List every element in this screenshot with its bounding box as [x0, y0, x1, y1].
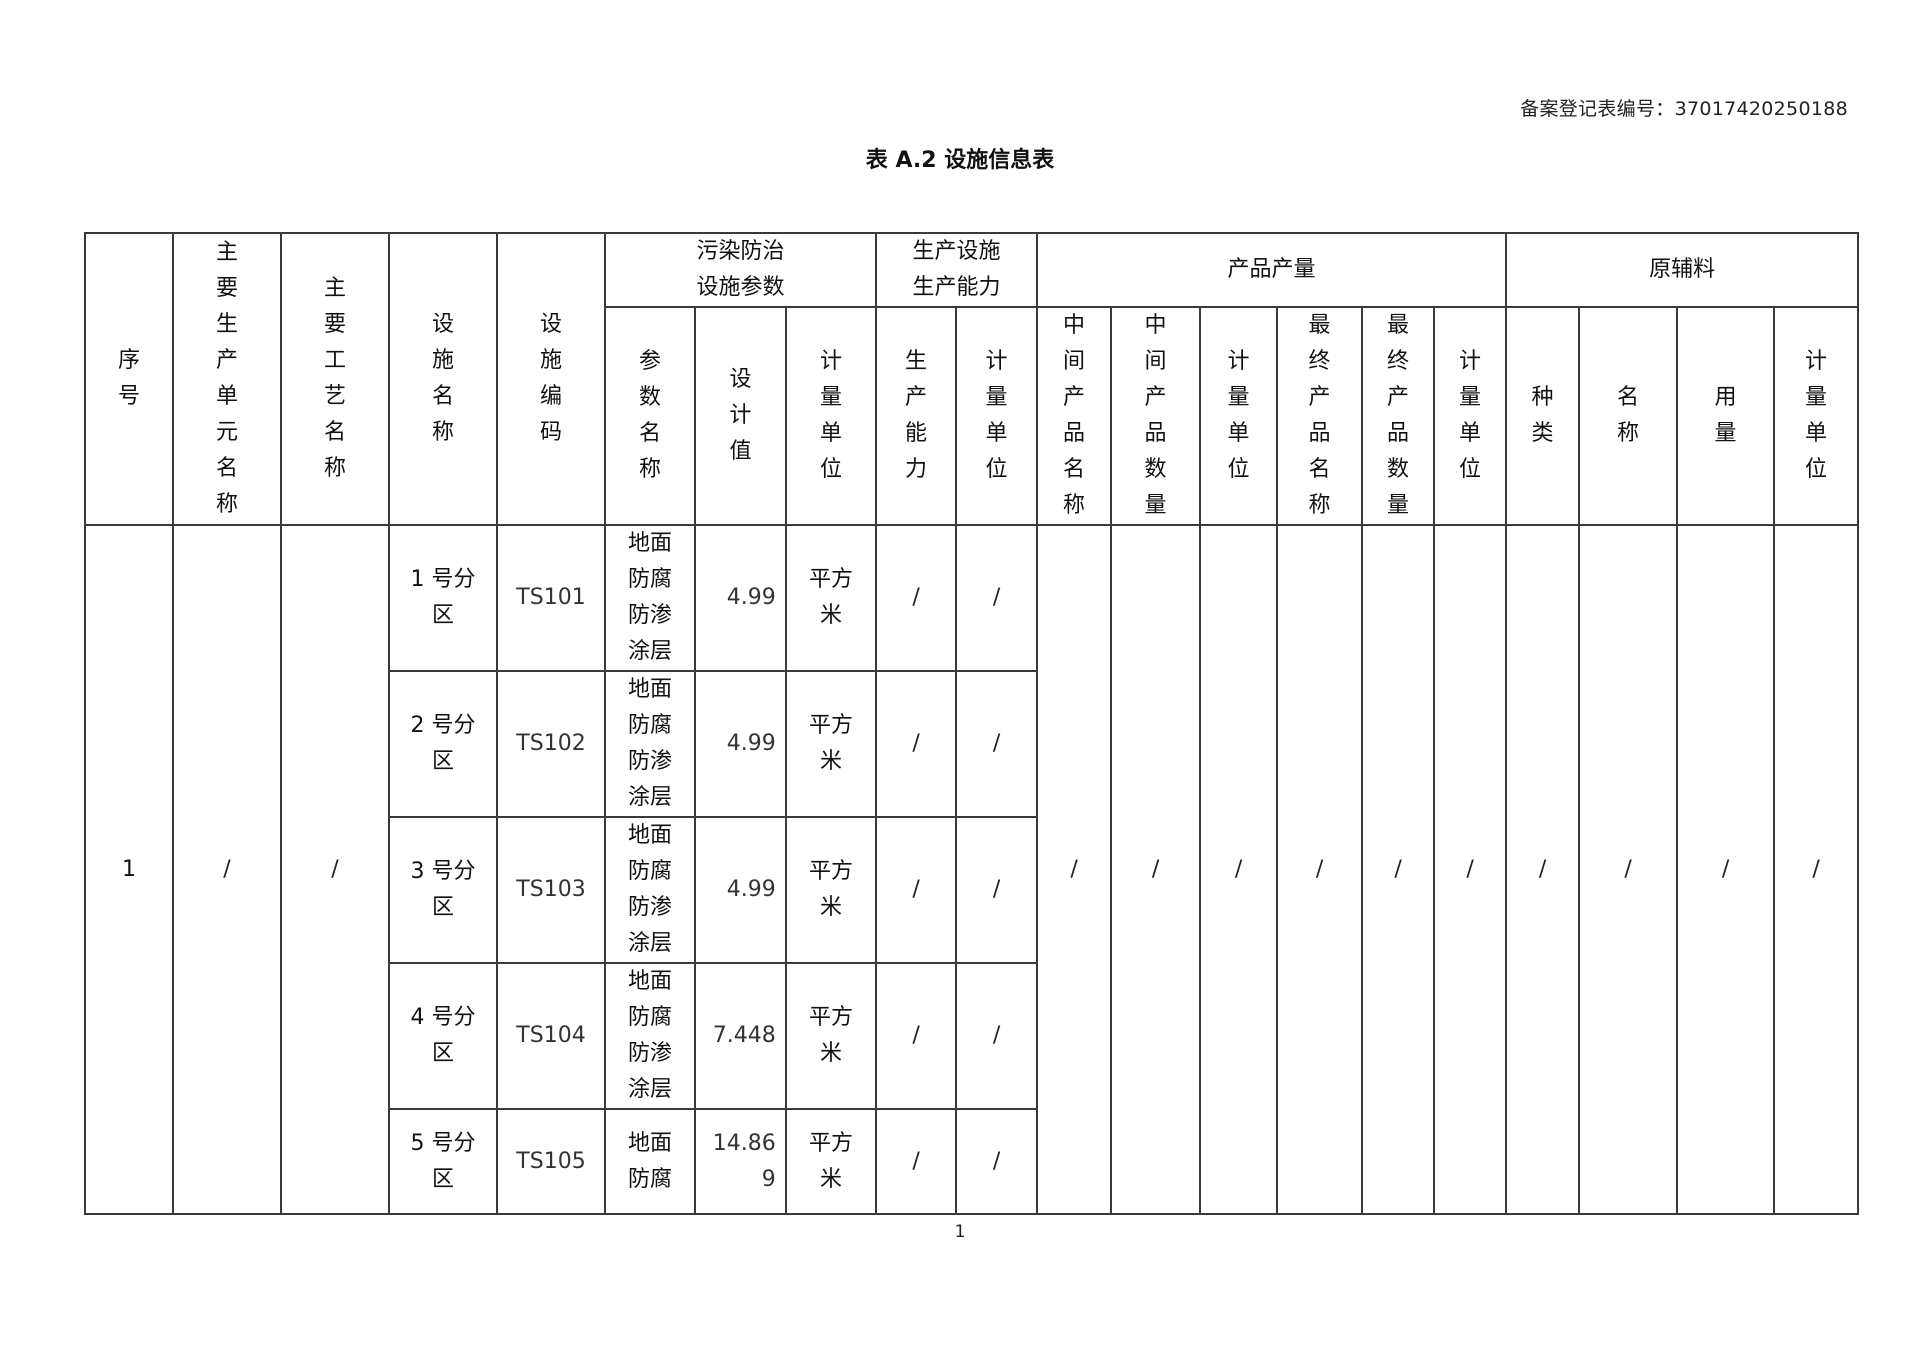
cell-facility-code: TS101 [496, 524, 606, 672]
cell-design-value: 14.869 [694, 1108, 787, 1215]
cell-design-value: 4.99 [694, 524, 787, 672]
col-header-capacity-unit: 计量单位 [955, 306, 1039, 526]
cell-seq: 1 [84, 524, 174, 1215]
cell-capacity-unit: / [955, 1108, 1039, 1215]
cell-material-unit: / [1773, 524, 1860, 1215]
cell-param-unit: 平方米 [784, 524, 878, 672]
col-header-facility-code: 设施编码 [496, 232, 606, 526]
cell-facility-code: TS104 [496, 962, 606, 1110]
page-number: 1 [954, 1222, 966, 1242]
cell-param-name: 地面防腐防渗涂层 [604, 962, 696, 1110]
cell-facility-name: 1 号分区 [388, 524, 498, 672]
cell-capacity: / [875, 962, 958, 1110]
group-header-pollution-params: 污染防治设施参数 [603, 232, 878, 308]
col-header-material-amount: 用量 [1676, 306, 1776, 526]
col-header-param-unit: 计量单位 [784, 306, 878, 526]
table-row: 4 号分区 TS104 地面防腐防渗涂层 7.448 平方米 / / [85, 962, 1858, 1110]
cell-capacity: / [875, 524, 958, 672]
cell-facility-name: 3 号分区 [388, 816, 498, 964]
col-header-mid-product-name: 中间产品名称 [1036, 306, 1113, 526]
cell-facility-code: TS105 [496, 1108, 606, 1215]
col-header-mid-product-qty: 中间产品数量 [1110, 306, 1202, 526]
cell-material-type: / [1505, 524, 1581, 1215]
cell-param-unit: 平方米 [784, 816, 878, 964]
cell-process-name: / [280, 524, 390, 1215]
col-header-material-name: 名称 [1578, 306, 1679, 526]
col-header-material-type: 种类 [1505, 306, 1581, 526]
cell-capacity: / [875, 670, 958, 818]
table-row: 1 / / 1 号分区 TS101 地面防腐防渗涂层 4.99 平方米 / / … [84, 524, 1860, 1215]
table-row: 3 号分区 TS103 地面防腐防渗涂层 4.99 平方米 / / [85, 816, 1858, 964]
col-header-final-unit: 计量单位 [1433, 306, 1508, 526]
cell-facility-code: TS102 [496, 670, 606, 818]
registration-number-line: 备案登记表编号：37017420250188 [1520, 94, 1848, 121]
cell-facility-code: TS103 [496, 816, 606, 964]
facility-info-table: 序号 主要生产单元名称 主要工艺名称 设施名称 设施编码 污染防治设施参数 生产… [84, 232, 1860, 1215]
cell-mid-unit: / [1199, 524, 1279, 1215]
cell-capacity-unit: / [955, 670, 1039, 818]
cell-capacity: / [875, 816, 958, 964]
cell-design-value: 4.99 [694, 816, 787, 964]
cell-design-value: 4.99 [694, 670, 787, 818]
cell-capacity: / [875, 1108, 958, 1215]
cell-final-unit: / [1433, 524, 1508, 1215]
table-row: 5 号分区 TS105 地面防腐 14.869 平方米 / / [85, 1108, 1858, 1215]
cell-design-value: 7.448 [694, 962, 787, 1110]
cell-param-unit: 平方米 [784, 670, 878, 818]
cell-param-name: 地面防腐防渗涂层 [604, 524, 696, 672]
cell-mid-product-qty: / [1110, 524, 1202, 1215]
page-title: 表 A.2 设施信息表 [865, 148, 1055, 173]
cell-param-name: 地面防腐 [604, 1108, 696, 1215]
col-header-mid-unit: 计量单位 [1199, 306, 1279, 526]
col-header-final-product-name: 最终产品名称 [1276, 306, 1364, 526]
cell-facility-name: 2 号分区 [388, 670, 498, 818]
cell-param-name: 地面防腐防渗涂层 [604, 670, 696, 818]
col-header-design-value: 设计值 [694, 306, 787, 526]
col-header-param-name: 参数名称 [604, 306, 696, 526]
group-header-capacity: 生产设施生产能力 [875, 232, 1039, 308]
cell-facility-name: 4 号分区 [388, 962, 498, 1110]
cell-param-name: 地面防腐防渗涂层 [604, 816, 696, 964]
group-header-product-output: 产品产量 [1036, 232, 1508, 308]
cell-final-product-name: / [1276, 524, 1364, 1215]
col-header-final-product-qty: 最终产品数量 [1361, 306, 1436, 526]
cell-param-unit: 平方米 [784, 962, 878, 1110]
cell-material-amount: / [1676, 524, 1776, 1215]
registration-number: 37017420250188 [1674, 98, 1848, 120]
col-header-facility-name: 设施名称 [388, 232, 498, 526]
group-header-raw-materials: 原辅料 [1505, 232, 1860, 308]
cell-capacity-unit: / [955, 524, 1039, 672]
col-header-capacity: 生产能力 [875, 306, 958, 526]
cell-unit-name: / [172, 524, 282, 1215]
col-header-material-unit: 计量单位 [1773, 306, 1860, 526]
cell-final-product-qty: / [1361, 524, 1436, 1215]
col-header-process-name: 主要工艺名称 [280, 232, 390, 526]
cell-material-name: / [1578, 524, 1679, 1215]
col-header-unit-name: 主要生产单元名称 [172, 232, 282, 526]
cell-param-unit: 平方米 [784, 1108, 878, 1215]
cell-facility-name: 5 号分区 [388, 1108, 498, 1215]
cell-mid-product-name: / [1036, 524, 1113, 1215]
cell-capacity-unit: / [955, 816, 1039, 964]
registration-label: 备案登记表编号： [1520, 98, 1675, 120]
col-header-seq: 序号 [84, 232, 174, 526]
table-row: 2 号分区 TS102 地面防腐防渗涂层 4.99 平方米 / / [85, 670, 1858, 818]
cell-capacity-unit: / [955, 962, 1039, 1110]
